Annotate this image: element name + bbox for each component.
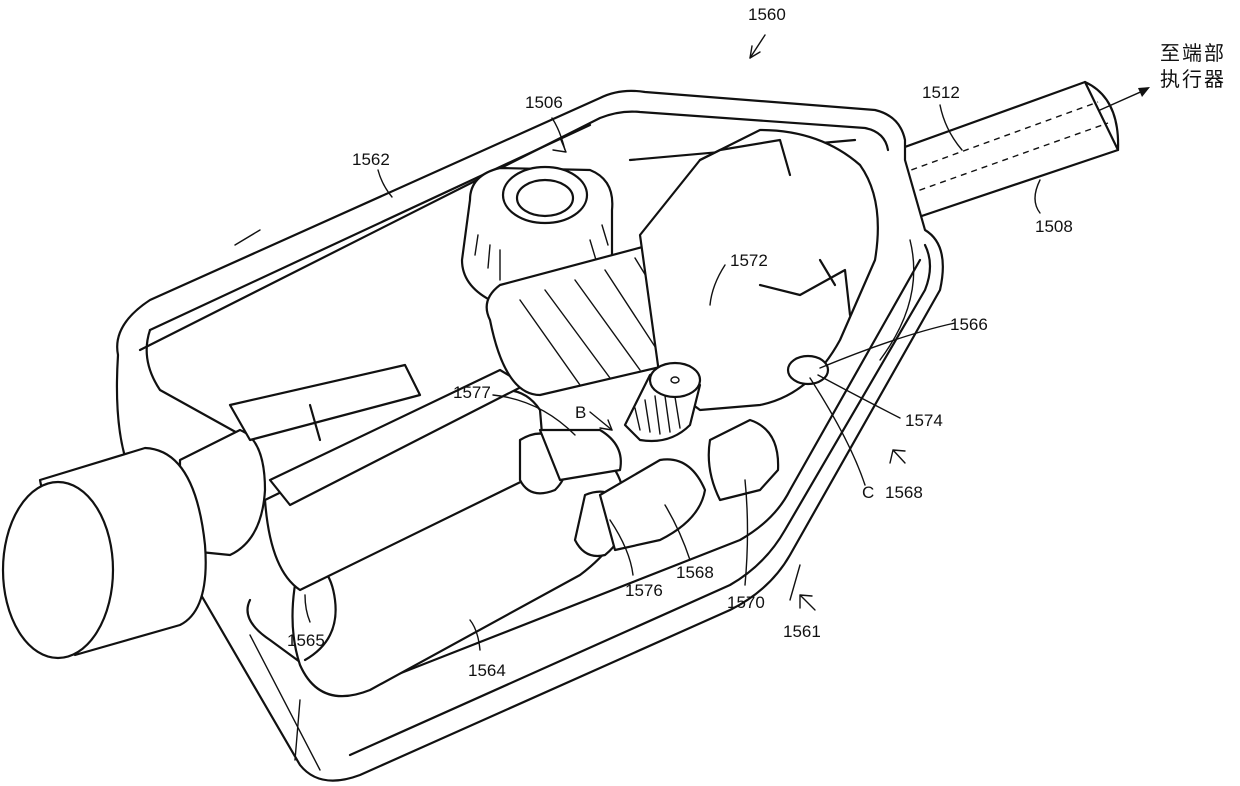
ref-1560: 1560 — [748, 5, 786, 24]
end-effector-label: 至端部 执行器 — [1160, 40, 1226, 92]
ref-1566: 1566 — [950, 315, 988, 334]
end-effector-label-line2: 执行器 — [1160, 66, 1226, 92]
ref-B: B — [575, 403, 586, 422]
ref-1508: 1508 — [1035, 217, 1073, 236]
ref-1568-inner: 1568 — [676, 563, 714, 582]
arrowhead-to-end-effector — [1138, 87, 1150, 97]
ref-1574: 1574 — [905, 411, 943, 430]
ref-1561: 1561 — [783, 622, 821, 641]
ref-1576: 1576 — [625, 581, 663, 600]
ref-1577: 1577 — [453, 383, 491, 402]
ref-1570: 1570 — [727, 593, 765, 612]
ref-1565: 1565 — [287, 631, 325, 650]
ref-1572: 1572 — [730, 251, 768, 270]
ref-1512: 1512 — [922, 83, 960, 102]
ref-C: C — [862, 483, 874, 502]
end-effector-label-line1: 至端部 — [1160, 40, 1226, 66]
ref-1562: 1562 — [352, 150, 390, 169]
ref-1568-outer: 1568 — [885, 483, 923, 502]
ref-1564: 1564 — [468, 661, 506, 680]
ref-1506: 1506 — [525, 93, 563, 112]
